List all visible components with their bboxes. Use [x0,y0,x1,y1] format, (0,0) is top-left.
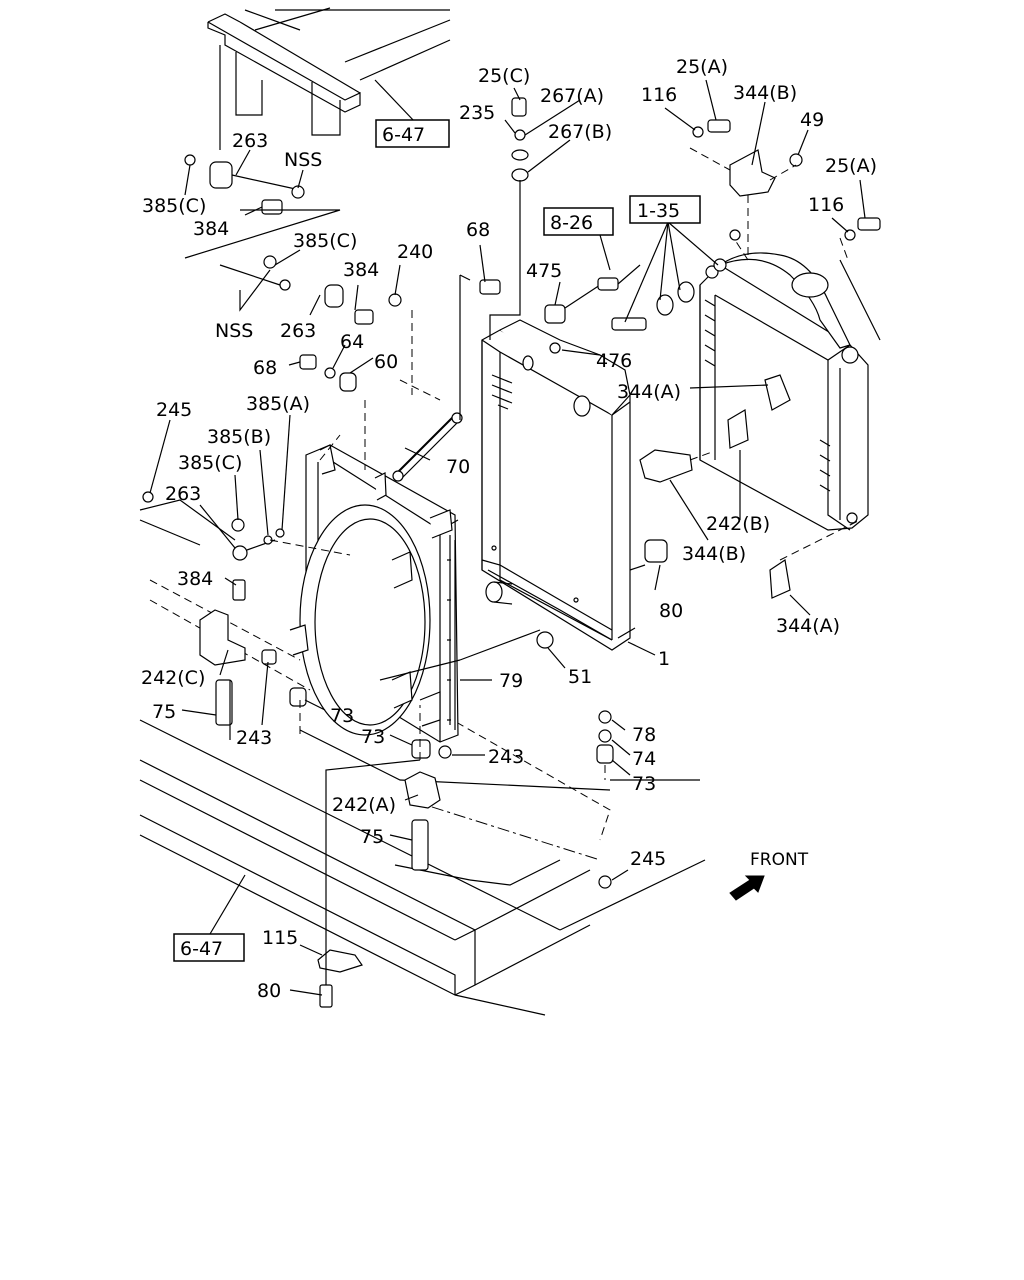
ref-box-6-47-bottom[interactable] [173,933,245,962]
upper-frame-rail [207,7,451,150]
callout-labels: 263 NSS 385(C) 384 385(C) 384 NSS 263 24… [141,56,877,1002]
callout-242a: 242(A) [332,794,396,816]
ref-label-1-35[interactable]: 1-35 [637,200,680,222]
callout-78: 78 [632,724,656,746]
callout-80: 80 [257,980,281,1002]
ref-box-8-26[interactable] [543,207,614,236]
callout-68: 68 [466,219,490,241]
ref-box-1-35[interactable] [629,195,701,224]
callout-240: 240 [397,241,433,263]
callout-73: 73 [632,773,656,795]
lower-frame-rail [139,499,706,1016]
callout-116: 116 [808,194,844,216]
callout-263: 263 [280,320,316,342]
ref-label-6-47[interactable]: 6-47 [180,938,223,960]
callout-242c: 242(C) [141,667,205,689]
callout-245: 245 [630,848,666,870]
callout-384: 384 [193,218,229,240]
callout-263: 263 [165,483,201,505]
callout-476: 476 [596,350,632,372]
radiator-core [481,319,646,651]
front-arrow-icon [729,875,765,901]
ref-label-6-47[interactable]: 6-47 [382,124,425,146]
callout-116: 116 [641,84,677,106]
callout-70: 70 [446,456,470,478]
callout-25a: 25(A) [676,56,728,78]
callout-25a: 25(A) [825,155,877,177]
mount-brackets [199,609,441,973]
reference-boxes [173,79,701,962]
callout-235: 235 [459,102,495,124]
callout-344b: 344(B) [682,543,746,565]
callout-68: 68 [253,357,277,379]
callout-nss: NSS [215,320,253,342]
leader-lines [149,79,881,996]
callout-115: 115 [262,927,298,949]
callout-267b: 267(B) [548,121,612,143]
front-indicator: FRONT [729,850,809,901]
callout-nss: NSS [284,149,322,171]
callout-385a: 385(A) [246,393,310,415]
callout-385c: 385(C) [293,230,357,252]
reference-labels: 6-47 8-26 1-35 6-47 [180,124,680,960]
callout-385c: 385(C) [142,195,206,217]
callout-80: 80 [659,600,683,622]
callout-263: 263 [232,130,268,152]
callout-60: 60 [374,351,398,373]
front-label: FRONT [750,850,809,870]
callout-74: 74 [632,748,656,770]
callout-1: 1 [658,648,670,670]
ref-label-8-26[interactable]: 8-26 [550,212,593,234]
callout-384: 384 [343,259,379,281]
ref-box-6-47-top[interactable] [375,119,450,148]
callout-73: 73 [361,726,385,748]
callout-344b: 344(B) [733,82,797,104]
callout-51: 51 [568,666,592,688]
callout-385c: 385(C) [178,452,242,474]
callout-243: 243 [236,727,272,749]
callout-475: 475 [526,260,562,282]
callout-344a: 344(A) [776,615,840,637]
brackets-right [639,149,791,599]
callout-243: 243 [488,746,524,768]
callout-385b: 385(B) [207,426,271,448]
callout-245: 245 [156,399,192,421]
callout-344a: 344(A) [617,381,681,403]
callout-75: 75 [360,826,384,848]
callout-79: 79 [499,670,523,692]
fan-shroud [289,444,459,743]
callout-384: 384 [177,568,213,590]
callout-242b: 242(B) [706,513,770,535]
callout-64: 64 [340,331,364,353]
callout-73: 73 [330,705,354,727]
callout-267a: 267(A) [540,85,604,107]
callout-25c: 25(C) [478,65,530,87]
fasteners [142,97,881,1008]
callout-75: 75 [152,701,176,723]
callout-49: 49 [800,109,824,131]
